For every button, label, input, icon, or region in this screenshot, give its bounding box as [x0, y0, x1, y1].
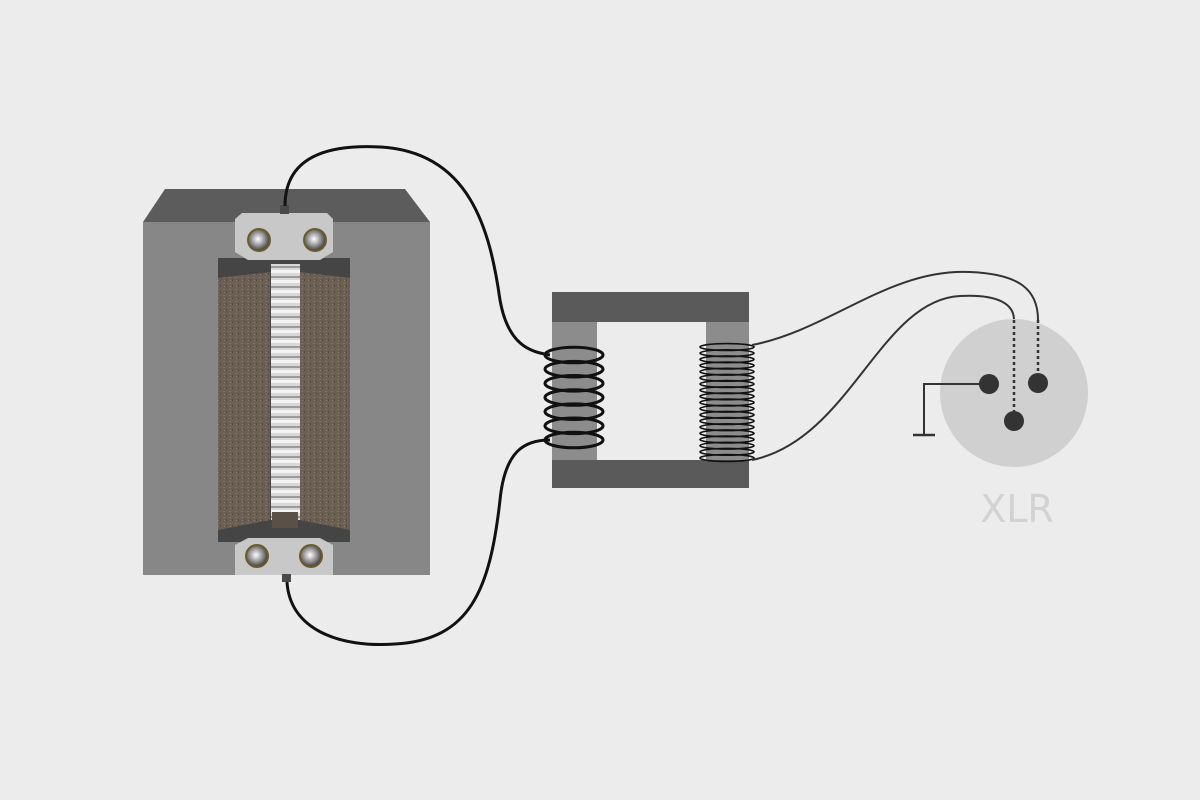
coil-winding — [699, 453, 755, 463]
primary-coil — [543, 345, 605, 450]
top-wire-terminal — [280, 205, 289, 214]
pole-piece-left — [218, 272, 270, 530]
output-wire-cold — [751, 294, 1015, 461]
ribbon — [271, 264, 300, 520]
screw-icon — [247, 546, 267, 566]
ground-lead — [923, 383, 989, 435]
transformer-core-top — [552, 292, 749, 322]
xlr-connector: XLR — [913, 319, 1088, 531]
secondary-coil — [699, 342, 755, 463]
pin-3 — [1004, 411, 1024, 431]
pin-2 — [1028, 373, 1048, 393]
magnet-assembly — [143, 189, 430, 582]
ribbon-base — [272, 512, 298, 528]
output-wire-hot — [751, 270, 1039, 346]
ribbon-wire-top — [283, 145, 551, 357]
screw-icon — [305, 230, 325, 250]
transformer-core-right — [706, 322, 749, 460]
xlr-label: XLR — [980, 487, 1054, 531]
transformer-core-bottom — [552, 460, 749, 488]
ribbon-wire-bottom — [285, 438, 551, 647]
screw-icon — [249, 230, 269, 250]
bottom-wire-terminal — [282, 574, 291, 582]
pin-1 — [979, 374, 999, 394]
screw-icon — [301, 546, 321, 566]
transformer — [543, 292, 755, 488]
coil-winding — [543, 430, 605, 450]
pole-piece-right — [300, 272, 350, 530]
